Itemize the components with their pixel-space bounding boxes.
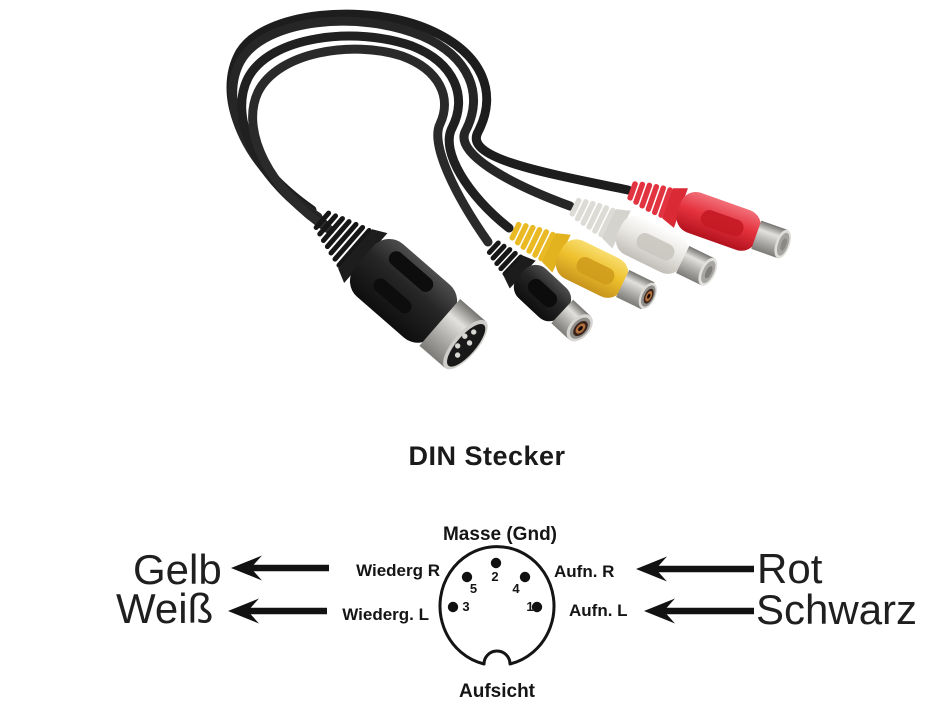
- rca-jack-black: [486, 240, 593, 342]
- wire-label-weiss: Weiß: [116, 585, 213, 632]
- wire-label-schwarz: Schwarz: [756, 586, 917, 633]
- pin-5: [461, 571, 473, 583]
- pin-4-number: 4: [512, 581, 520, 596]
- rca-jack-red: [627, 181, 791, 259]
- wire-label-gelb: Gelb: [133, 546, 222, 593]
- pin-2-number: 2: [491, 569, 498, 584]
- din-label-aufn-l: Aufn. L: [569, 601, 628, 620]
- din-label-wiederg-r: Wiederg R: [356, 561, 440, 580]
- ground-label: Masse (Gnd): [443, 524, 557, 545]
- cable-photo: [226, 9, 791, 370]
- pin-1: [531, 601, 543, 613]
- cable-strand-yellow: [237, 31, 514, 233]
- pin-4: [519, 571, 531, 583]
- rot-arrow: [636, 556, 754, 582]
- din-pin-numbers: 2 5 4 3 1: [462, 569, 533, 614]
- pinout-diagram: Masse (Gnd) 2 5 4 3 1 Aufsicht Gelb Weiß…: [116, 524, 917, 702]
- gelb-arrow: [231, 555, 329, 581]
- pin-3-number: 3: [462, 599, 469, 614]
- cable-loop: [226, 9, 633, 247]
- rca-jack-white: [569, 197, 718, 286]
- cable-strand-white: [228, 16, 575, 222]
- pin-2: [490, 557, 502, 569]
- view-label: Aufsicht: [459, 681, 536, 702]
- cable-strand-black: [248, 44, 493, 247]
- pin-1-number: 1: [526, 599, 533, 614]
- diagram-title: DIN Stecker: [408, 441, 566, 471]
- pin-5-number: 5: [470, 581, 477, 596]
- schwarz-arrow: [644, 598, 754, 624]
- din-plug: [313, 210, 488, 370]
- wire-label-rot: Rot: [757, 545, 823, 592]
- din-strain-relief: [313, 210, 372, 268]
- din-pins: [447, 557, 543, 613]
- weiss-arrow: [228, 598, 327, 624]
- pin-3: [447, 601, 459, 613]
- din-label-aufn-r: Aufn. R: [554, 562, 614, 581]
- din-plug-pins: [454, 329, 477, 358]
- rca-jack-yellow: [509, 221, 657, 310]
- din-label-wiederg-l: Wiederg. L: [342, 605, 429, 624]
